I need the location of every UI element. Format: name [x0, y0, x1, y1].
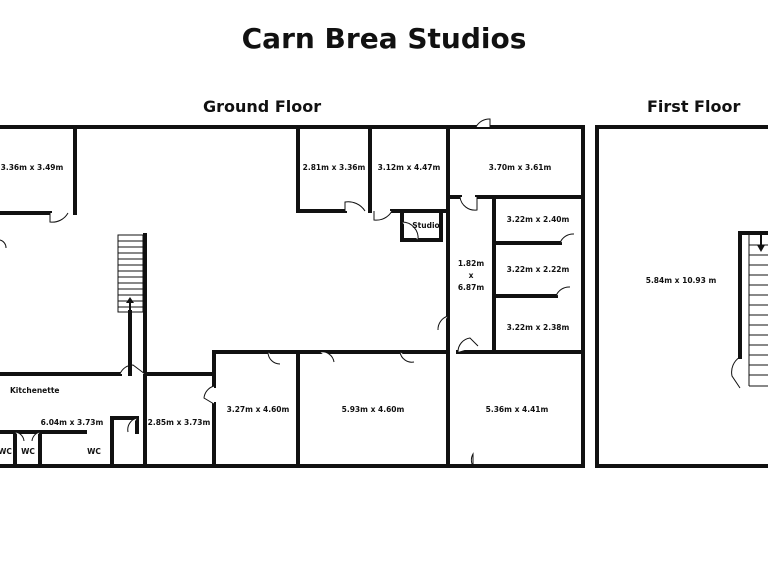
door-first-floor [731, 356, 741, 389]
door-wc1 [14, 431, 25, 442]
first-floor-stairs [738, 231, 768, 387]
room-label: 3.27m x 4.60m [227, 405, 290, 414]
door-kitchenette [119, 364, 146, 375]
room-label: 3.12m x 4.47m [378, 163, 441, 172]
ground-floor-interior-walls [0, 125, 585, 468]
door-room-322c [555, 286, 571, 297]
door-room-593 [319, 351, 335, 363]
room-label: 5.84m x 10.93 m [646, 276, 717, 285]
room-label: 3.22m x 2.40m [507, 215, 570, 224]
door-top-left [49, 212, 69, 223]
door-room-536 [457, 337, 479, 353]
door-room-312 [373, 210, 393, 221]
ground-floor-label: Ground Floor [203, 97, 322, 116]
room-label: Studio [412, 221, 439, 230]
door-left-edge [0, 239, 7, 249]
door-room-285 [203, 385, 215, 405]
room-labels: 3.36m x 3.49m 2.81m x 3.36m 3.12m x 4.47… [0, 163, 716, 456]
room-label: x [469, 271, 474, 280]
room-label: 3.70m x 3.61m [489, 163, 552, 172]
door-wc-large [127, 417, 138, 433]
room-label: 3.22m x 2.22m [507, 265, 570, 274]
room-label: 5.93m x 4.60m [342, 405, 405, 414]
ground-floor-doors [0, 118, 575, 467]
door-entrance [470, 452, 474, 467]
room-label: 6.04m x 3.73m [41, 418, 104, 427]
room-label: Kitchenette [10, 386, 60, 395]
page-title: Carn Brea Studios [241, 22, 527, 55]
door-room-370 [475, 118, 491, 128]
ground-floor-walls [0, 125, 585, 468]
door-room-593b [399, 351, 415, 363]
room-label: 2.81m x 3.36m [303, 163, 366, 172]
room-label: 1.82m [458, 259, 485, 268]
door-hall-left [437, 315, 449, 331]
room-label: 6.87m [458, 283, 485, 292]
room-label: 5.36m x 4.41m [486, 405, 549, 414]
room-label: 2.85m x 3.73m [148, 418, 211, 427]
door-corridor [459, 196, 478, 211]
room-label: 3.22m x 2.38m [507, 323, 570, 332]
first-floor-label: First Floor [647, 97, 741, 116]
room-label: WC [21, 447, 35, 456]
first-floor-walls [595, 125, 768, 468]
door-room-327 [267, 351, 281, 365]
ground-floor-stairs [117, 234, 144, 376]
room-label: 3.36m x 3.49m [1, 163, 64, 172]
door-room-281 [344, 201, 366, 212]
door-studio [401, 221, 419, 241]
door-wc2 [31, 431, 41, 442]
door-room-322b [559, 233, 575, 244]
room-label: WC [0, 447, 12, 456]
room-label: WC [87, 447, 101, 456]
